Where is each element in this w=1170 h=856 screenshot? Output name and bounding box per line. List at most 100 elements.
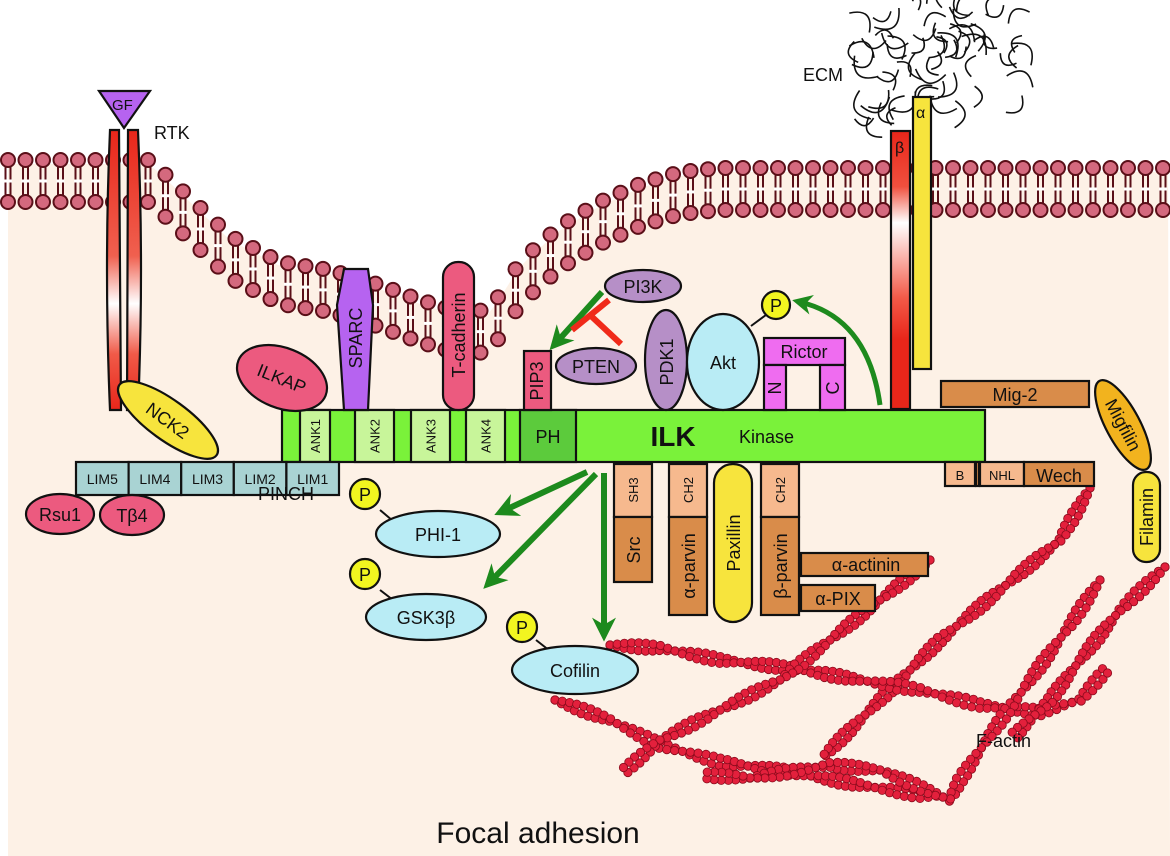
cofilin-phospho bbox=[505, 610, 539, 644]
svg-text:LIM4: LIM4 bbox=[139, 471, 170, 487]
lipid bbox=[682, 162, 699, 221]
ecm-fiber bbox=[973, 35, 995, 48]
gsk3-beta: GSK3β P bbox=[348, 557, 488, 642]
ecm-fiber bbox=[886, 107, 896, 126]
ecm-fiber bbox=[955, 0, 961, 13]
ecm-fiber bbox=[925, 57, 939, 76]
ecm-fiber bbox=[868, 89, 890, 110]
svg-text:N: N bbox=[765, 382, 785, 395]
pinch-lim3: LIM3 bbox=[180, 460, 235, 497]
ilk-label: ILK bbox=[650, 421, 695, 452]
ecm-fiber bbox=[872, 11, 892, 23]
lipid bbox=[1050, 160, 1066, 218]
ilk-to-akt-arrow bbox=[792, 295, 883, 406]
lipid bbox=[542, 226, 559, 285]
integrin-beta-label: β bbox=[895, 140, 904, 157]
lipid bbox=[1102, 160, 1119, 218]
ank-repeat-2: ANK2 bbox=[353, 408, 396, 464]
ecm-fiber bbox=[973, 85, 984, 108]
pinch-lim4: LIM4 bbox=[127, 460, 183, 497]
ecm-fiber bbox=[874, 7, 900, 31]
lipid bbox=[70, 152, 86, 210]
rictor: Rictor N C bbox=[762, 336, 847, 412]
ecm-fiber bbox=[952, 8, 977, 28]
lipid bbox=[700, 161, 716, 220]
f-actin-filaments bbox=[550, 483, 1170, 806]
svg-text:α-parvin: α-parvin bbox=[679, 533, 699, 598]
rsu1: Rsu1 bbox=[24, 492, 96, 536]
svg-text:PI3K: PI3K bbox=[623, 277, 662, 297]
svg-text:Akt: Akt bbox=[710, 353, 736, 373]
lipid bbox=[157, 166, 174, 225]
pinch-lim5: LIM5 bbox=[74, 460, 130, 497]
lipid bbox=[245, 239, 261, 298]
lipid bbox=[822, 160, 839, 218]
ecm-fiber bbox=[937, 72, 958, 98]
svg-text:Cofilin: Cofilin bbox=[550, 661, 600, 681]
alpha-parvin: CH2 α-parvin bbox=[667, 462, 709, 617]
ecm-fiber bbox=[932, 22, 949, 43]
ecm-fiber bbox=[985, 0, 990, 16]
ecm-fiber bbox=[923, 11, 947, 27]
svg-text:PIP3: PIP3 bbox=[527, 361, 547, 400]
lipid bbox=[262, 249, 279, 308]
ecm-fiber bbox=[851, 52, 874, 69]
lipid bbox=[192, 199, 209, 258]
ecm-fiber bbox=[886, 44, 907, 59]
svg-text:SH3: SH3 bbox=[626, 477, 641, 502]
ecm-fiber bbox=[861, 37, 887, 50]
svg-text:ANK3: ANK3 bbox=[424, 419, 439, 453]
integrin: β α bbox=[889, 95, 933, 411]
lipid bbox=[0, 152, 16, 210]
lipid bbox=[525, 242, 541, 301]
svg-text:Rictor: Rictor bbox=[780, 342, 827, 362]
ecm-fiber bbox=[911, 0, 915, 2]
pinch-label: PINCH bbox=[258, 484, 314, 504]
lipid bbox=[1120, 160, 1136, 218]
svg-text:CH2: CH2 bbox=[773, 477, 788, 503]
svg-text:β-parvin: β-parvin bbox=[771, 533, 791, 598]
gf-label: GF bbox=[112, 97, 133, 114]
lipid bbox=[227, 230, 244, 289]
lipid bbox=[1085, 160, 1101, 218]
lipid bbox=[840, 160, 856, 218]
pi3k-to-pip3-arrow bbox=[549, 289, 605, 351]
filamin: Filamin bbox=[1131, 470, 1162, 564]
svg-text:P: P bbox=[516, 618, 528, 638]
ecm-fiber bbox=[847, 40, 859, 64]
lipid bbox=[752, 160, 769, 218]
mig2: Mig-2 bbox=[939, 379, 1091, 409]
lipid bbox=[175, 183, 191, 242]
svg-text:Paxillin: Paxillin bbox=[724, 514, 744, 571]
lipid bbox=[875, 160, 891, 218]
ecm-fiber bbox=[882, 71, 897, 91]
lipid bbox=[87, 152, 104, 210]
paxillin: Paxillin bbox=[712, 462, 754, 624]
svg-text:B: B bbox=[956, 468, 965, 483]
t-cadherin: T-cadherin bbox=[441, 260, 476, 412]
lipid bbox=[630, 176, 646, 235]
lipid bbox=[980, 160, 996, 218]
lipid bbox=[665, 166, 681, 225]
svg-text:PTEN: PTEN bbox=[572, 357, 620, 377]
lipid bbox=[1015, 160, 1031, 218]
pten-inhibition-symbol bbox=[570, 297, 624, 347]
ecm-fiber bbox=[1011, 42, 1033, 66]
ecm-fibers bbox=[847, 0, 1034, 138]
actin-filament bbox=[702, 575, 1105, 806]
pip3: PIP3 bbox=[522, 349, 553, 412]
lipid bbox=[595, 192, 611, 251]
ecm-fiber bbox=[912, 28, 937, 42]
svg-text:LIM1: LIM1 bbox=[297, 471, 328, 487]
ecm-fiber bbox=[1008, 44, 1019, 69]
svg-text:PHI-1: PHI-1 bbox=[415, 525, 461, 545]
ecm-fiber bbox=[896, 60, 912, 78]
sparc: SPARC bbox=[335, 267, 375, 412]
ecm-fiber bbox=[1010, 34, 1023, 53]
ecm-fiber bbox=[853, 117, 875, 127]
ank-repeat-4: ANK4 bbox=[464, 408, 507, 464]
ecm-fiber bbox=[853, 90, 872, 120]
lipid bbox=[1032, 160, 1049, 218]
rtk-receptor: GF RTK bbox=[96, 89, 190, 412]
